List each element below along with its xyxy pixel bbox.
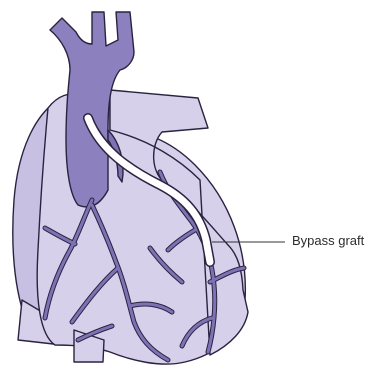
bypass-graft-label: Bypass graft: [292, 233, 364, 249]
